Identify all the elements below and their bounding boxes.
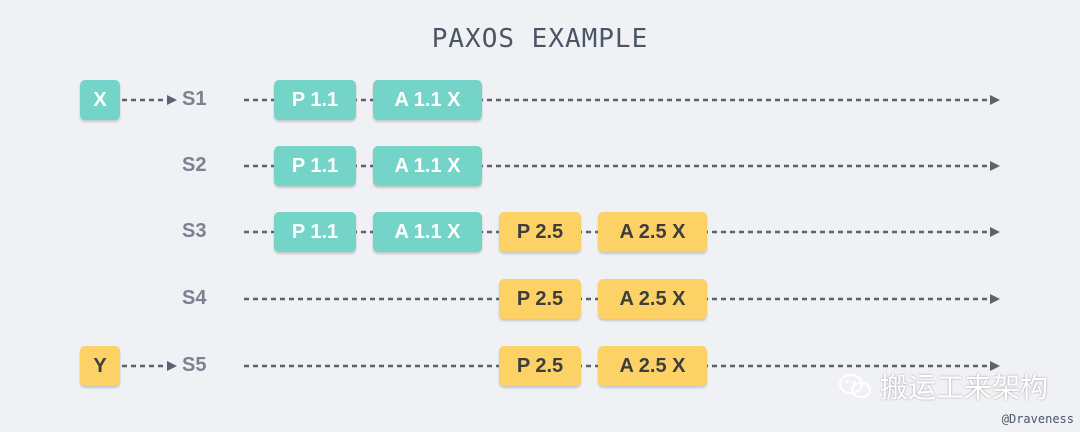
watermark-text: 搬运工来架构 [880,371,1049,404]
s2-prepare-1: P 1.1 [274,146,356,186]
client-x: X [80,80,120,120]
s3-accept-1: A 1.1 X [373,212,482,252]
wechat-icon [839,374,871,398]
server-label-s4: S4 [182,287,207,309]
s4-prepare-2: P 2.5 [499,279,581,319]
s3-prepare-2: P 2.5 [499,212,581,252]
watermark: 搬运工来架构 [838,366,1048,406]
diagram-title: PAXOS EXAMPLE [431,24,649,54]
s3-prepare-1: P 1.1 [274,212,356,252]
server-label-s1: S1 [182,88,207,110]
server-label-s2: S2 [182,154,207,176]
s4-accept-2: A 2.5 X [598,279,707,319]
server-label-s3: S3 [182,220,207,242]
author-handle: @Draveness [1001,412,1074,426]
s5-accept-2: A 2.5 X [598,346,707,386]
s3-accept-2: A 2.5 X [598,212,707,252]
s1-prepare-1: P 1.1 [274,80,356,120]
s1-accept-1: A 1.1 X [373,80,482,120]
server-label-s5: S5 [182,354,207,376]
client-y: Y [80,346,120,386]
s5-prepare-2: P 2.5 [499,346,581,386]
s2-accept-1: A 1.1 X [373,146,482,186]
